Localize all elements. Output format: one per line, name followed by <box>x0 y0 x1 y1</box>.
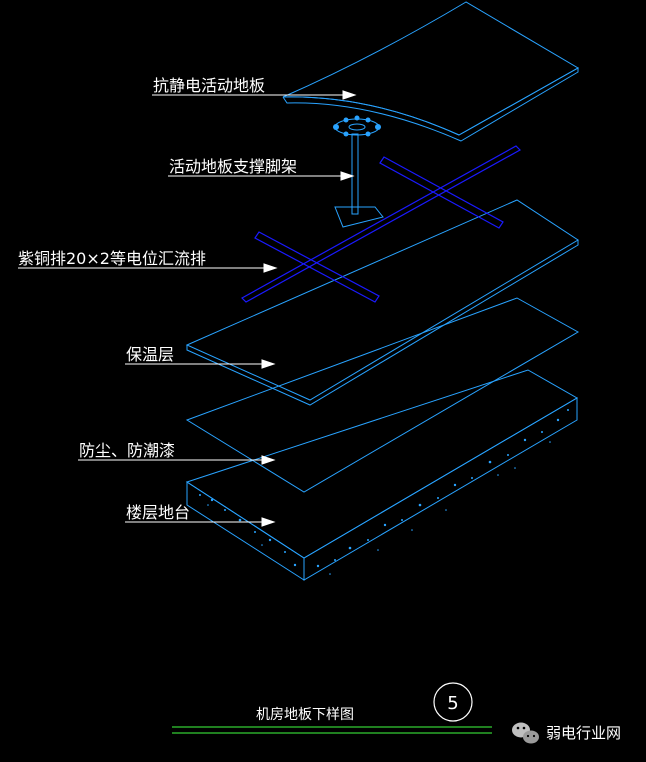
label-copper-bar: 紫铜排20×2等电位汇流排 <box>18 249 206 268</box>
copper-bar-main <box>241 145 521 303</box>
leader-insulation <box>125 359 276 369</box>
label-antistatic-floor: 抗静电活动地板 <box>153 76 265 95</box>
insulation-top <box>185 199 579 401</box>
floor-support-pedestal <box>333 115 384 228</box>
title-block: 机房地板下样图 5 <box>172 682 492 734</box>
antistatic-panel-front <box>282 67 579 142</box>
label-dustproof-coat: 防尘、防潮漆 <box>79 441 175 460</box>
leader-floor-slab <box>125 517 276 527</box>
watermark-text: 弱电行业网 <box>546 724 621 742</box>
insulation-edge <box>186 240 579 406</box>
pedestal-head <box>334 118 380 136</box>
leader-support <box>168 171 355 181</box>
floor-slab-side <box>303 397 578 581</box>
concrete-texture <box>199 409 569 575</box>
leader-copper-bar <box>18 263 278 273</box>
pedestal-base <box>334 206 384 228</box>
copper-bar <box>241 145 521 303</box>
copper-bar-cross-1 <box>254 231 380 303</box>
insulation-layer <box>185 199 579 406</box>
leader-antistatic <box>152 90 357 100</box>
leader-dustproof <box>78 455 276 465</box>
label-floor-slab: 楼层地台 <box>126 503 190 522</box>
wechat-icon <box>512 722 539 744</box>
antistatic-floor-panel <box>282 1 580 142</box>
copper-bar-cross-2 <box>379 156 504 229</box>
diagram-title: 机房地板下样图 <box>256 707 354 723</box>
label-insulation: 保温层 <box>126 345 174 364</box>
floor-slab <box>185 369 578 581</box>
detail-number: 5 <box>447 693 458 714</box>
floor-slab-front <box>186 481 305 581</box>
label-floor-support: 活动地板支撑脚架 <box>169 157 297 176</box>
watermark: 弱电行业网 <box>512 722 621 744</box>
antistatic-panel-top <box>282 1 580 136</box>
detail-number-circle <box>433 682 473 722</box>
dustproof-coat-layer <box>185 297 580 493</box>
leader-lines <box>18 90 357 527</box>
pedestal-post <box>351 133 359 215</box>
